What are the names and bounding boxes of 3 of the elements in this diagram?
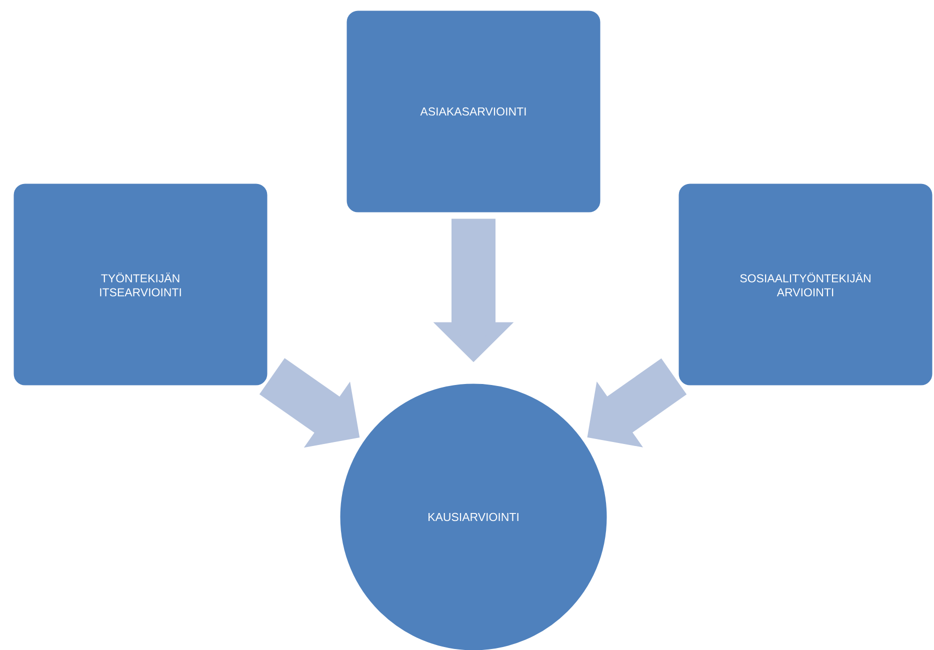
process-box: SOSIAALITYÖNTEKIJÄN ARVIOINTI <box>677 182 934 387</box>
process-box: ASIAKASARVIOINTI <box>345 9 602 214</box>
process-box: TYÖNTEKIJÄN ITSEARVIOINTI <box>12 182 269 387</box>
